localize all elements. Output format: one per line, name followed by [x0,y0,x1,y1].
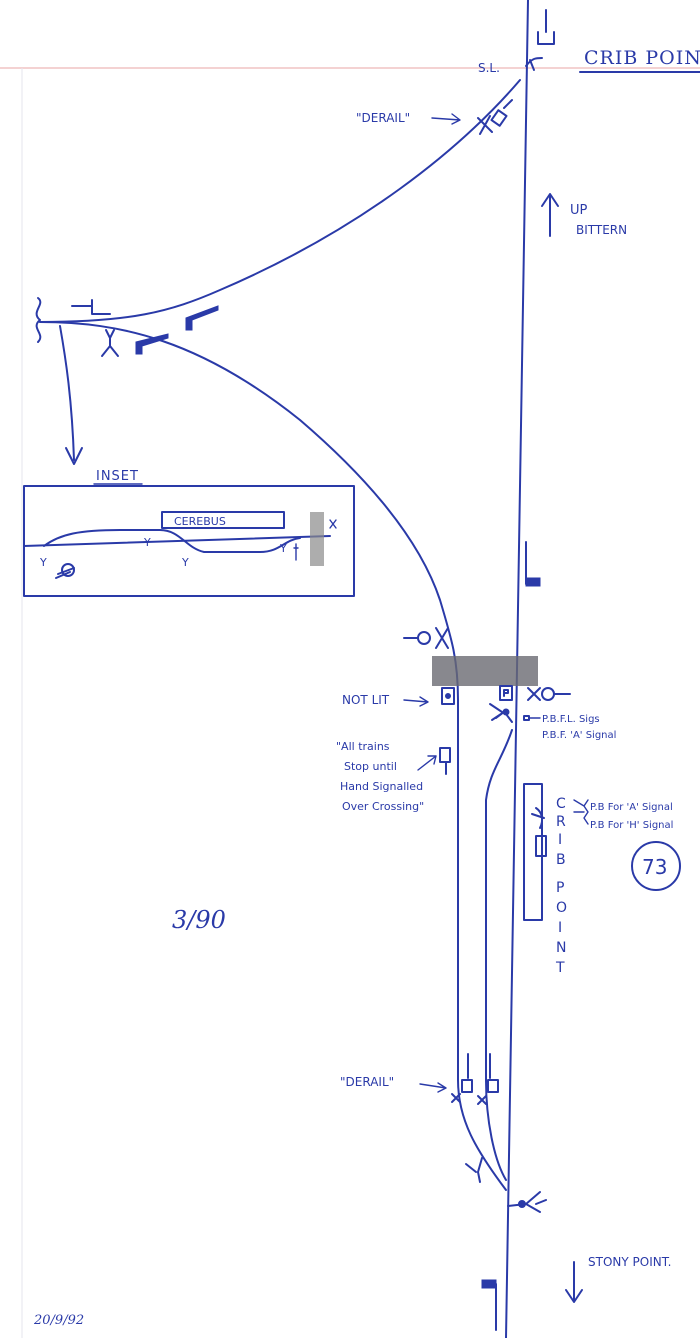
svg-text:CRIB POIN: CRIB POIN [584,47,700,69]
crossing-hatch [432,656,538,686]
diagram-number: 73 [642,855,667,879]
not-lit-signal [441,687,455,705]
not-lit-arrow [403,696,429,707]
platform-hut [535,835,547,857]
arrow-down-icon [565,1261,583,1303]
signal-post-icon [525,9,555,71]
all-trains-line-2: Stop until [344,760,397,773]
all-trains-line-3: Hand Signalled [340,780,423,793]
inset-mark-2: Y [181,556,189,569]
points-lever-icon [101,329,119,357]
inset-mark-1: Y [143,536,151,549]
not-lit-label: NOT LIT [342,693,390,707]
inset-lever-icon [55,563,75,579]
branch-lower-track [457,1079,507,1191]
svg-text:I: I [558,920,562,936]
svg-text:B: B [556,852,566,868]
stop-sign-icon [439,747,451,775]
diagram-number-circle [631,841,681,891]
bittern-label: BITTERN [576,223,627,237]
inset-crossing-hatch [310,512,324,566]
sl-label: S.L. [478,61,500,75]
pb-brace [573,799,589,825]
pbfl-signal-icon [489,703,513,723]
points-marker-1 [185,305,219,331]
signal-post-icon [507,1191,547,1213]
cerebus-box [161,511,285,529]
all-trains-line-4: Over Crossing" [342,800,424,813]
inset-title: INSET [96,469,139,484]
left-bracket [35,297,42,343]
platform-signal-icon [531,807,545,829]
inset-main-track [23,535,331,547]
crossing-signal-left [403,627,449,649]
derail-bottom-label: "DERAIL" [340,1075,394,1089]
inset-loop-track [43,529,301,553]
lower-points-mark [465,1157,483,1183]
upper-signal-block [525,541,541,587]
date-label: 20/9/92 [33,1313,84,1328]
svg-text:P: P [556,880,564,896]
stony-point-label: STONY POINT. [588,1255,671,1269]
derail-icon [477,1053,499,1105]
stop-block-icon [481,1279,497,1331]
svg-text:C: C [556,796,566,812]
up-label: UP [570,203,588,218]
pbfl-pushbutton [523,715,541,721]
derail-top-label: "DERAIL" [356,111,410,125]
cerebus-label: CEREBUS [174,515,226,528]
pb-a-signal-label: P.B For 'A' Signal [590,802,673,813]
inset-frame [23,485,355,597]
pbf-a-signal-label: P.B.F. 'A' Signal [542,730,616,741]
stop-block-icon [71,299,111,315]
inset-signal-mark [293,519,337,561]
all-trains-line-1: "All trains [336,740,390,753]
arrow-up-icon [541,193,559,237]
all-trains-arrow [417,755,437,771]
inset-mark-4: Y [39,556,47,569]
pb-h-signal-label: P.B For 'H' Signal [590,820,673,831]
loop-track [485,729,513,1181]
pbfl-sigs-label: P.B.F.L. Sigs [542,714,600,725]
derail-top-arrow [431,113,461,125]
derail-icon [451,1053,473,1103]
derail-icon [477,99,513,135]
branch-track [39,321,459,1081]
svg-text:T: T [555,960,565,976]
platform-box [523,783,543,921]
svg-text:I: I [558,832,562,848]
station-heading: CRIB POIN [579,47,700,73]
arrow-down-icon [59,325,83,465]
points-marker-2 [135,333,169,355]
crossing-signal-right [499,685,571,701]
top-siding-track [39,79,521,323]
derail-bottom-arrow [419,1082,447,1093]
svg-text:R: R [556,814,566,830]
ref-label: 3/90 [172,906,226,934]
inset-mark-3: Y [279,542,287,555]
svg-text:N: N [556,940,566,956]
platform-name-letters: C R I B P O I N T [555,796,567,976]
svg-text:O: O [556,900,567,916]
